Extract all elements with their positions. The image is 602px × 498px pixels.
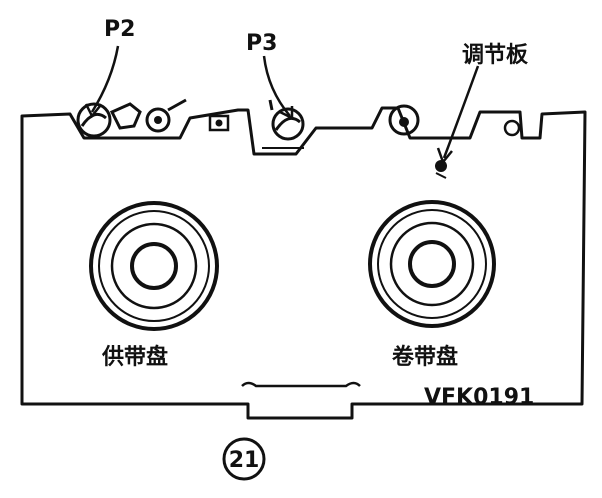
roller-right: [388, 104, 420, 136]
figure-number: 21: [229, 448, 260, 473]
figure-number-badge: 21: [222, 437, 266, 481]
mounting-hole: [503, 119, 521, 137]
adjustment-screw: [435, 160, 447, 179]
screw-center: [208, 114, 230, 132]
label-takeup-reel: 卷带盘: [391, 344, 458, 370]
label-model-code: VFK0191: [424, 385, 534, 410]
label-supply-reel: 供带盘: [101, 344, 168, 370]
chassis-outline: [20, 106, 587, 420]
bottom-tab: [241, 381, 361, 388]
supply-reel: [89, 201, 219, 331]
arrow-p2: [84, 45, 120, 119]
guide-pin-p3: [262, 99, 305, 149]
label-plate: 调节板: [462, 43, 529, 68]
arrow-p3: [262, 55, 294, 121]
guide-pin-p2: [76, 98, 187, 138]
arrow-plate: [436, 65, 480, 165]
label-p3: P3: [246, 31, 277, 56]
label-p2: P2: [104, 17, 135, 42]
takeup-reel: [368, 200, 496, 328]
